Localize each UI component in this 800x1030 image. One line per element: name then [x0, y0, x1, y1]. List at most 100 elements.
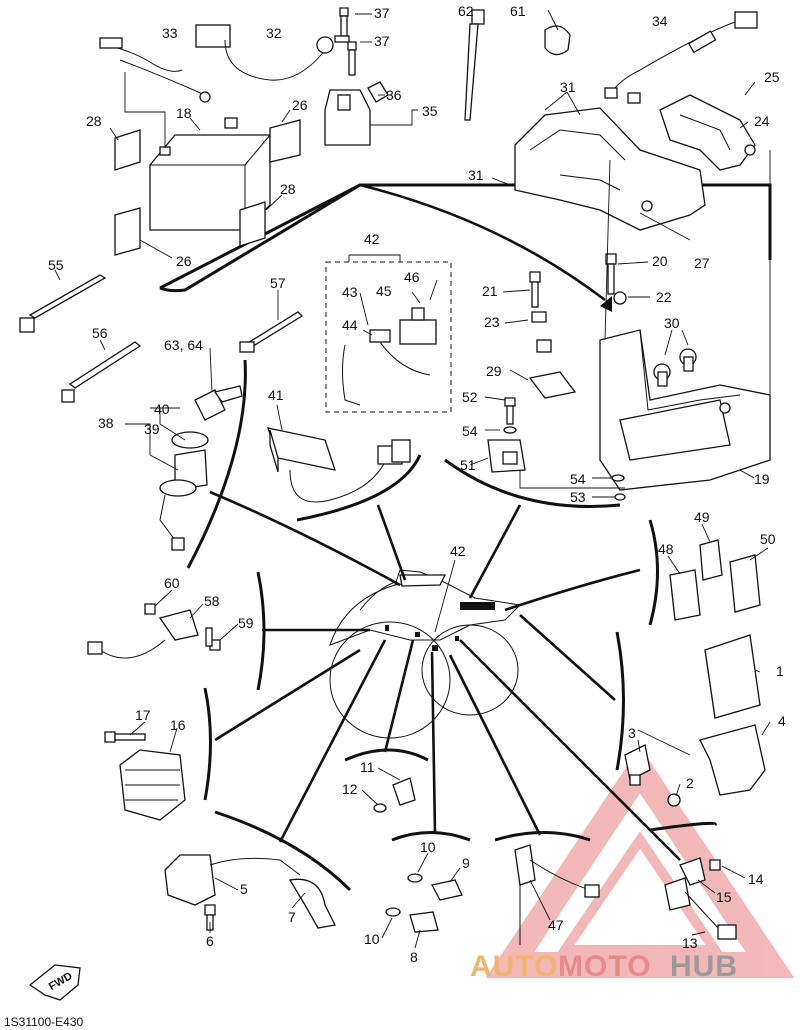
callout-52: 52	[462, 389, 478, 405]
callout-33: 33	[162, 25, 178, 41]
callout-15: 15	[716, 889, 732, 905]
sub-wire-harness-34	[604, 11, 758, 104]
callout-58: 58	[204, 593, 220, 609]
fuse-box-group	[325, 254, 452, 413]
callout-61: 61	[510, 3, 526, 19]
sensor-11-12	[373, 777, 416, 813]
callout-34: 34	[652, 13, 668, 29]
callout-51: 51	[460, 457, 476, 473]
cable-tie-62	[464, 9, 485, 121]
switches-8-10	[385, 873, 463, 933]
motorcycle-silhouette	[329, 569, 522, 739]
callout-6: 6	[206, 933, 214, 949]
callout-16: 16	[170, 717, 186, 733]
callout-37b: 37	[374, 33, 390, 49]
callout-18: 18	[176, 105, 192, 121]
sidestand-switch-group	[87, 603, 221, 659]
callout-37a: 37	[374, 5, 390, 21]
fwd-arrow-icon: FWD	[28, 964, 81, 1001]
callout-42a: 42	[364, 231, 380, 247]
watermark-text: AUTO MOTO HUB	[470, 950, 738, 983]
callout-57: 57	[270, 275, 286, 291]
callout-35: 35	[422, 103, 438, 119]
callout-38: 38	[98, 415, 114, 431]
callout-25: 25	[764, 69, 780, 85]
callout-47: 47	[548, 917, 564, 933]
callout-32: 32	[266, 25, 282, 41]
callout-56: 56	[92, 325, 108, 341]
callout-23: 23	[484, 314, 500, 330]
cable-ties-55-57	[19, 274, 304, 403]
watermark-moto: MOTO	[558, 950, 651, 983]
callout-27: 27	[694, 255, 710, 271]
callout-53: 53	[570, 489, 586, 505]
callout-26a: 26	[292, 97, 308, 113]
callout-29: 29	[486, 363, 502, 379]
callout-60: 60	[164, 575, 180, 591]
group-brackets	[159, 183, 772, 892]
callout-43: 43	[342, 284, 358, 300]
callout-13: 13	[682, 935, 698, 951]
callout-11: 11	[360, 759, 375, 775]
callout-26b: 26	[176, 253, 192, 269]
callout-42b: 42	[450, 543, 466, 559]
starter-relay-group	[324, 7, 389, 146]
callout-10b: 10	[364, 931, 380, 947]
callout-14: 14	[748, 871, 764, 887]
watermark-auto: AUTO	[470, 950, 558, 983]
callout-3: 3	[628, 725, 636, 741]
callout-8: 8	[410, 949, 418, 965]
callout-55: 55	[48, 257, 64, 273]
callout-10a: 10	[420, 839, 436, 855]
callout-leaders	[54, 13, 771, 949]
callout-59: 59	[238, 615, 254, 631]
callout-numbers: 1 2 3 4 5 6 7 8 9 10 10 11 12 13 14 15 1…	[48, 3, 786, 965]
callout-12: 12	[342, 781, 358, 797]
clamp-61	[544, 9, 571, 56]
callout-22: 22	[656, 289, 672, 305]
small-parts-box	[487, 371, 626, 501]
callout-40: 40	[154, 401, 170, 417]
callout-28a: 28	[86, 113, 102, 129]
battery-group	[99, 24, 334, 256]
callout-44: 44	[342, 317, 358, 333]
battery-box-group	[514, 94, 771, 491]
callout-1: 1	[776, 663, 784, 679]
callout-28b: 28	[280, 181, 296, 197]
callout-39: 39	[144, 421, 160, 437]
ignition-coil-group	[164, 854, 336, 931]
callout-31b: 31	[468, 167, 484, 183]
callout-2: 2	[686, 775, 694, 791]
callout-54b: 54	[570, 471, 586, 487]
callout-4: 4	[778, 713, 786, 729]
callout-17: 17	[135, 707, 151, 723]
callout-49: 49	[694, 509, 710, 525]
meter-assembly-41	[267, 427, 411, 503]
relays-48-50	[669, 539, 761, 621]
callout-19: 19	[754, 471, 770, 487]
callout-48: 48	[658, 541, 674, 557]
callout-30: 30	[664, 315, 680, 331]
callout-5: 5	[240, 881, 248, 897]
reference-code: 1S31100-E430	[4, 1015, 84, 1029]
rectifier-group	[104, 731, 186, 821]
watermark-hub: HUB	[670, 950, 738, 983]
callout-46: 46	[404, 269, 420, 285]
callout-36: 36	[386, 87, 402, 103]
connector-lines	[209, 490, 681, 861]
callout-50: 50	[760, 531, 776, 547]
callout-24: 24	[754, 113, 770, 129]
callout-31a: 31	[560, 79, 576, 95]
callout-20: 20	[652, 253, 668, 269]
callout-54a: 54	[462, 423, 478, 439]
callout-62: 62	[458, 3, 474, 19]
speed-sensor-47	[514, 844, 600, 945]
callout-7: 7	[288, 909, 296, 925]
callout-41: 41	[268, 387, 284, 403]
sensor-13-15	[664, 857, 737, 940]
callout-63-64: 63, 64	[164, 337, 203, 353]
ecu-group	[624, 634, 766, 807]
callout-21: 21	[482, 283, 498, 299]
